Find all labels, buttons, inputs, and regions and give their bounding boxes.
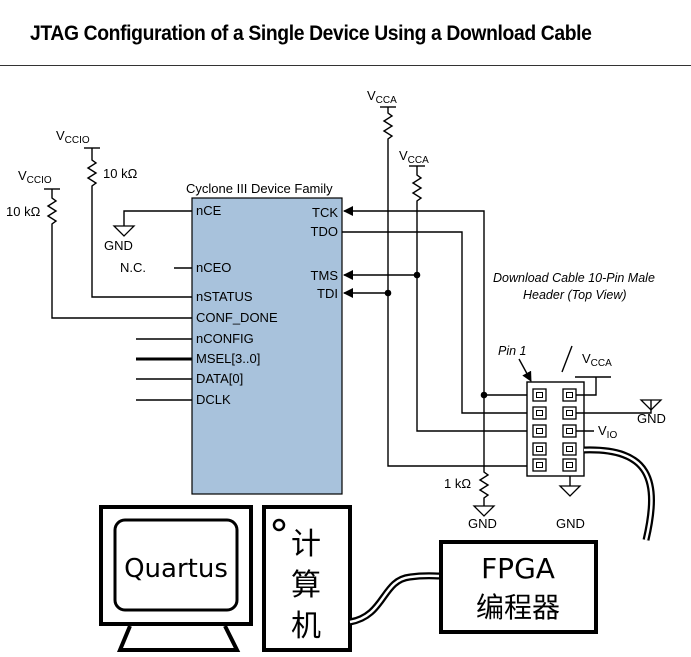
pin-msel: MSEL[3..0] (196, 351, 260, 366)
vcca-header-wire (576, 377, 597, 396)
vccio-upper-label: VCCIO (56, 128, 90, 146)
vcca-mid-label: VCCA (399, 148, 429, 166)
quartus-label: Quartus (124, 554, 228, 584)
r-10k-upper-label: 10 kΩ (103, 166, 138, 181)
pin-tdi: TDI (317, 286, 338, 301)
tdi-pullup-wire (382, 107, 529, 467)
header-caption-2: Header (Top View) (523, 288, 627, 302)
nstatus-pullup (86, 148, 192, 298)
pin-dclk: DCLK (196, 392, 231, 407)
tower-char-2: 算 (291, 568, 321, 603)
pin-tck: TCK (312, 205, 338, 220)
device-family-label: Cyclone III Device Family (186, 181, 333, 196)
tower-char-1: 计 (291, 527, 321, 562)
gnd-symbol-bottom (558, 485, 582, 497)
programmer-label-2: 编程器 (476, 591, 560, 624)
r-1k-pulldown (478, 395, 490, 506)
gnd-symbol-right (639, 399, 663, 411)
pin-nconfig: nCONFIG (196, 331, 254, 346)
pin-nstatus: nSTATUS (196, 289, 253, 304)
programmer-box (439, 540, 598, 634)
vccio-lower-label: VCCIO (18, 168, 52, 186)
diagram-title: JTAG Configuration of a Single Device Us… (30, 22, 592, 45)
device-block (191, 197, 343, 495)
monitor-stand (117, 625, 241, 652)
computer-tower (262, 505, 352, 652)
nc-label: N.C. (120, 260, 146, 275)
gnd-label-nce: GND (104, 238, 133, 253)
power-button (272, 518, 286, 532)
title-rule (0, 65, 691, 66)
nce-wire (123, 210, 192, 226)
gnd-right-wire (576, 400, 652, 414)
download-cable (583, 446, 655, 541)
gnd-label-1k: GND (468, 516, 497, 531)
monitor-screen (113, 518, 239, 612)
r-1k-label: 1 kΩ (444, 476, 471, 491)
tms-pullup-wire (411, 166, 529, 432)
pin-nce: nCE (196, 203, 222, 218)
gnd-label-right: GND (637, 411, 666, 426)
gnd-symbol-1k (472, 505, 496, 517)
header-caption-1: Download Cable 10-Pin Male (493, 271, 655, 285)
pin1-arrow (518, 358, 532, 382)
programmer-label-1: FPGA (481, 552, 555, 585)
tower-char-3: 机 (291, 609, 321, 644)
pin-data0: DATA[0] (196, 371, 243, 386)
tdo-wire (342, 231, 529, 414)
vcca-upper-label: VCCA (367, 88, 397, 106)
tck-wire (343, 206, 485, 395)
pin-nceo: nCEO (196, 260, 231, 275)
pin-conf-done: CONF_DONE (196, 310, 278, 325)
conf-done-pullup (46, 189, 192, 319)
vcca-header-label: VCCA (582, 351, 612, 369)
gnd-label-bottom: GND (556, 516, 585, 531)
r-10k-lower-label: 10 kΩ (6, 204, 41, 219)
pin-tms: TMS (311, 268, 339, 283)
pin-tdo: TDO (311, 224, 338, 239)
gnd-symbol-nce (112, 225, 136, 237)
junction-tdi (384, 289, 392, 297)
vio-label: VIO (598, 423, 617, 441)
header-pointer (561, 345, 573, 373)
pin1-label: Pin 1 (498, 344, 527, 358)
junction-tms (413, 271, 421, 279)
